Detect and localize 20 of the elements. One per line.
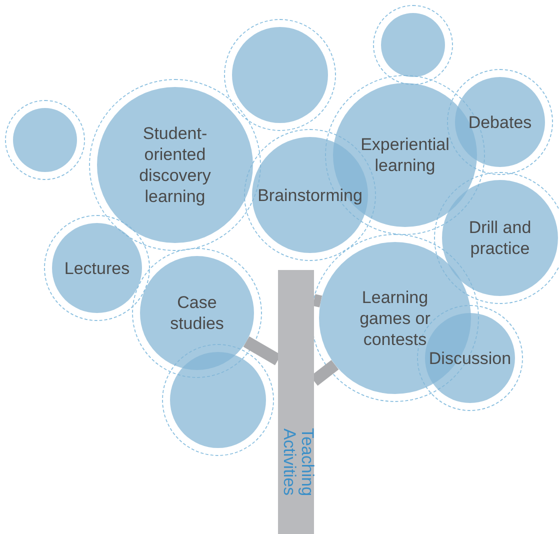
trunk-label: Teaching Activities	[280, 426, 316, 498]
bubble	[232, 27, 328, 123]
bubble-label: Student-oriented discovery learning	[138, 123, 212, 207]
bubble-label: Debates	[468, 112, 532, 132]
bubble-label: Experiential learning	[360, 134, 450, 176]
bubble-label: Case studies	[169, 292, 225, 334]
bubble	[13, 108, 77, 172]
bubble	[381, 13, 445, 77]
tree-trunk	[278, 270, 314, 534]
bubble-label: Drill and practice	[468, 217, 532, 259]
bubble	[455, 77, 545, 167]
bubble-label: Discussion	[428, 348, 512, 368]
bubble-label: Lectures	[64, 258, 130, 278]
bubble	[170, 352, 266, 448]
bubble-label: Learning games or contests	[358, 286, 432, 350]
tree-branch	[312, 294, 322, 308]
bubble	[442, 180, 558, 296]
bubble-label: Brainstorming	[258, 184, 362, 206]
bubble	[52, 223, 142, 313]
bubble	[140, 256, 254, 370]
